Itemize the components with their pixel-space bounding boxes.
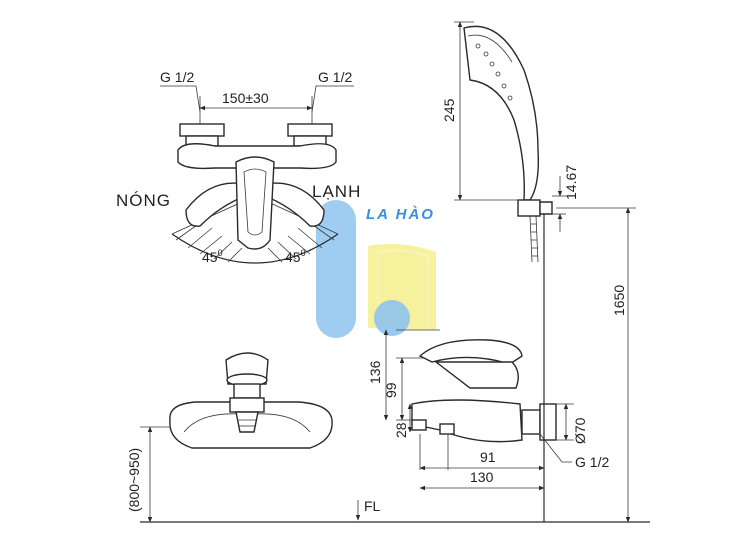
top-left-inlet-label: G 1/2: [160, 69, 194, 85]
dim-1650-label: 1650: [611, 285, 627, 316]
hot-label: NÓNG: [116, 191, 171, 210]
diameter-label: Ø70: [572, 417, 588, 444]
dim-136-label: 136: [367, 360, 383, 384]
dim-91-label: 91: [480, 449, 496, 465]
dim-99-label: 99: [383, 382, 399, 398]
watermark-blue-dot: [374, 300, 410, 336]
angle-left-label: 450: [202, 248, 223, 265]
dim-1467-label: 14.67: [563, 165, 579, 200]
top-spacing-label: 150±30: [222, 90, 269, 106]
front-view: (800~950) FL: [126, 352, 650, 523]
top-right-inlet-label: G 1/2: [318, 69, 352, 85]
top-view: G 1/2 G 1/2 150±30 NÓNG LẠNH 450: [116, 69, 361, 265]
dim-130-label: 130: [470, 469, 494, 485]
cold-label: LẠNH: [312, 182, 361, 201]
watermark-yellow-arch-2: [376, 248, 430, 330]
watermark-text: LA HÀO: [366, 206, 435, 223]
dim-28-label: 28: [393, 422, 409, 438]
floor-label: FL: [364, 498, 381, 514]
side-view: 136 99 28 Ø70 G 1/2 91 130: [367, 329, 609, 496]
side-inlet-label: G 1/2: [575, 454, 609, 470]
angle-right-label: 450: [285, 248, 306, 265]
watermark-logo: LA HÀO: [316, 200, 436, 338]
shower-assembly: 245 14.67 1650: [441, 21, 636, 523]
dim-245-label: 245: [441, 98, 457, 122]
shower-nozzles: [475, 43, 513, 101]
front-height-label: (800~950): [126, 448, 142, 512]
